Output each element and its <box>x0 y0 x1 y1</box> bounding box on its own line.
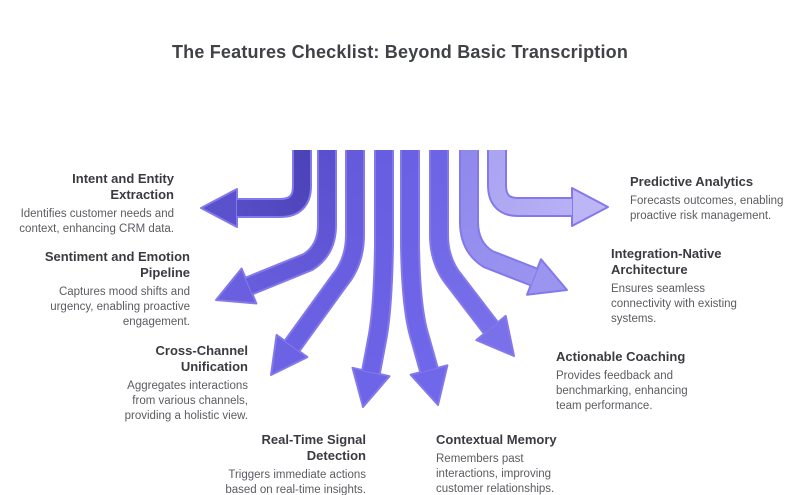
arrowhead-predictive-analytics <box>571 187 609 227</box>
feature-predictive-analytics: Predictive Analytics Forecasts outcomes,… <box>630 174 798 224</box>
feature-actionable-coaching: Actionable Coaching Provides feedback an… <box>556 349 711 414</box>
arrow-predictive-analytics <box>487 150 609 227</box>
feature-description: Triggers immediate actions based on real… <box>225 468 366 495</box>
feature-description: Provides feedback and benchmarking, enha… <box>556 369 688 412</box>
arrow-actionable-coaching <box>429 150 515 357</box>
arrow-cross-channel-unification <box>270 150 365 376</box>
feature-title: Actionable Coaching <box>556 349 686 364</box>
feature-description: Identifies customer needs and context, e… <box>19 207 174 235</box>
feature-description: Forecasts outcomes, enabling proactive r… <box>630 194 784 222</box>
feature-real-time-signal-detection: Real-Time Signal Detection Triggers imme… <box>201 432 366 495</box>
feature-description: Captures mood shifts and urgency, enabli… <box>50 285 190 328</box>
feature-title: Integration-Native Architecture <box>611 246 722 277</box>
arrow-integration-native-architecture <box>459 150 568 296</box>
feature-integration-native-architecture: Integration-Native Architecture Ensures … <box>611 246 756 327</box>
feature-title: Cross-Channel Unification <box>155 343 248 374</box>
arrowhead-intent-entity-extraction <box>200 188 238 228</box>
arrow-intent-entity-extraction <box>200 150 312 228</box>
feature-cross-channel-unification: Cross-Channel Unification Aggregates int… <box>93 343 248 424</box>
feature-title: Predictive Analytics <box>630 174 754 189</box>
feature-sentiment-emotion-pipeline: Sentiment and Emotion Pipeline Captures … <box>15 249 190 330</box>
feature-description: Aggregates interactions from various cha… <box>124 379 248 422</box>
arrow-sentiment-emotion-pipeline <box>215 150 337 305</box>
feature-title: Contextual Memory <box>436 432 557 447</box>
arrowhead-real-time-signal-detection <box>351 366 391 408</box>
feature-title: Real-Time Signal Detection <box>261 432 366 463</box>
feature-title: Sentiment and Emotion Pipeline <box>44 249 190 280</box>
page-title: The Features Checklist: Beyond Basic Tra… <box>171 42 629 62</box>
arrow-real-time-signal-detection <box>351 150 394 408</box>
feature-intent-entity-extraction: Intent and Entity Extraction Identifies … <box>0 171 174 237</box>
feature-description: Ensures seamless connectivity with exist… <box>611 282 737 325</box>
feature-description: Remembers past interactions, improving c… <box>436 452 555 495</box>
arrowhead-contextual-memory <box>409 364 449 406</box>
feature-title: Intent and Entity Extraction <box>72 171 174 202</box>
arrow-contextual-memory <box>400 150 449 406</box>
feature-contextual-memory: Contextual Memory Remembers past interac… <box>436 432 586 495</box>
